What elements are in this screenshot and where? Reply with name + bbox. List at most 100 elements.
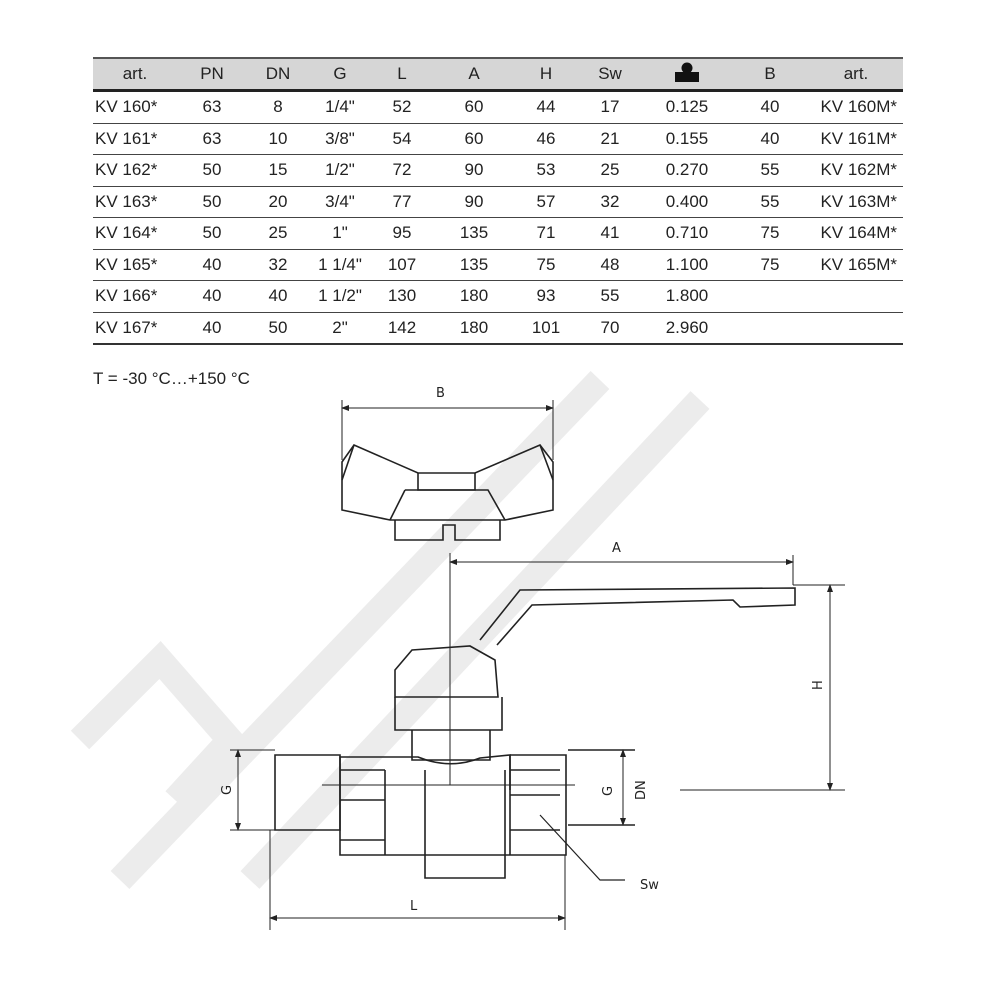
cell-art: KV 165*: [93, 249, 177, 281]
dim-label-h: H: [811, 680, 826, 690]
dim-label-dn: DN: [634, 780, 649, 800]
cell-dn: 50: [247, 312, 309, 345]
cell-g: 3/4": [309, 186, 371, 218]
cell-pn: 40: [177, 280, 247, 313]
dim-label-l: L: [410, 899, 418, 914]
temperature-range: T = -30 °C…+150 °C: [93, 369, 250, 388]
cell-h: 101: [515, 312, 577, 345]
header-h: H: [515, 57, 577, 92]
cell-dn: 25: [247, 217, 309, 250]
cell-art-m: [809, 312, 903, 345]
cell-b: 40: [731, 90, 809, 124]
cell-l: 142: [371, 312, 433, 345]
cell-dn: 32: [247, 249, 309, 281]
cell-sw: 32: [577, 186, 643, 218]
cell-sw: 21: [577, 123, 643, 155]
table-header-row: art. PN DN G L A H Sw B art.: [93, 57, 903, 92]
cell-g: 1 1/2": [309, 280, 371, 313]
cell-weight: 0.400: [643, 186, 731, 218]
cell-art: KV 163*: [93, 186, 177, 218]
cell-l: 95: [371, 217, 433, 250]
butterfly-handle-drawing: [341, 400, 554, 541]
dim-label-sw: Sw: [640, 878, 659, 893]
cell-art-m: KV 165M*: [809, 249, 903, 281]
weight-icon: [675, 62, 699, 82]
cell-a: 90: [433, 186, 515, 218]
cell-h: 71: [515, 217, 577, 250]
cell-h: 53: [515, 154, 577, 187]
cell-weight: 0.270: [643, 154, 731, 187]
cell-pn: 50: [177, 154, 247, 187]
cell-weight: 0.710: [643, 217, 731, 250]
cell-l: 54: [371, 123, 433, 155]
cell-dn: 8: [247, 90, 309, 124]
cell-l: 52: [371, 90, 433, 124]
cell-dn: 15: [247, 154, 309, 187]
cell-h: 57: [515, 186, 577, 218]
cell-art-m: KV 161M*: [809, 123, 903, 155]
cell-sw: 25: [577, 154, 643, 187]
cell-art-m: KV 163M*: [809, 186, 903, 218]
cell-dn: 10: [247, 123, 309, 155]
cell-a: 60: [433, 123, 515, 155]
cell-pn: 50: [177, 217, 247, 250]
cell-g: 2": [309, 312, 371, 345]
cell-art-m: KV 164M*: [809, 217, 903, 250]
cell-a: 60: [433, 90, 515, 124]
cell-g: 1": [309, 217, 371, 250]
dim-label-a: A: [612, 541, 621, 556]
cell-dn: 40: [247, 280, 309, 313]
cell-pn: 40: [177, 249, 247, 281]
cell-l: 107: [371, 249, 433, 281]
dim-label-g-left: G: [220, 785, 235, 795]
header-l: L: [371, 57, 433, 92]
cell-sw: 55: [577, 280, 643, 313]
cell-weight: 0.155: [643, 123, 731, 155]
dim-label-b: B: [436, 386, 445, 401]
dim-label-g-right: G: [601, 786, 616, 796]
cell-b: 55: [731, 154, 809, 187]
cell-weight: 0.125: [643, 90, 731, 124]
cell-pn: 50: [177, 186, 247, 218]
cell-pn: 40: [177, 312, 247, 345]
cell-pn: 63: [177, 90, 247, 124]
cell-a: 180: [433, 312, 515, 345]
watermark: [70, 370, 710, 890]
header-art: art.: [93, 57, 177, 92]
cell-b: [731, 312, 809, 345]
cell-g: 1 1/4": [309, 249, 371, 281]
cell-a: 90: [433, 154, 515, 187]
cell-art: KV 161*: [93, 123, 177, 155]
header-art-m: art.: [809, 57, 903, 92]
cell-weight: 1.100: [643, 249, 731, 281]
cell-weight: 2.960: [643, 312, 731, 345]
cell-g: 1/4": [309, 90, 371, 124]
cell-b: 75: [731, 217, 809, 250]
valve-body-drawing: [230, 553, 845, 930]
cell-b: 75: [731, 249, 809, 281]
cell-pn: 63: [177, 123, 247, 155]
header-b: B: [731, 57, 809, 92]
cell-l: 130: [371, 280, 433, 313]
cell-b: 40: [731, 123, 809, 155]
cell-sw: 17: [577, 90, 643, 124]
cell-art: KV 162*: [93, 154, 177, 187]
cell-art: KV 167*: [93, 312, 177, 345]
cell-h: 44: [515, 90, 577, 124]
cell-l: 72: [371, 154, 433, 187]
header-weight: [643, 57, 731, 92]
cell-b: [731, 280, 809, 313]
cell-sw: 70: [577, 312, 643, 345]
header-pn: PN: [177, 57, 247, 92]
cell-a: 180: [433, 280, 515, 313]
cell-art: KV 160*: [93, 90, 177, 124]
